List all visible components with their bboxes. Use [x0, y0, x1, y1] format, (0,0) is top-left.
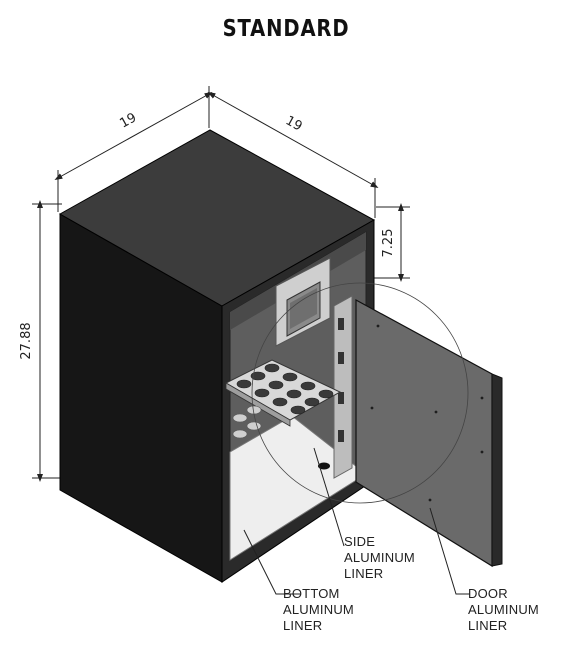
callout-bottom-liner: BOTTOM ALUMINUM LINER	[283, 586, 354, 633]
callout-door-line1: DOOR	[468, 586, 508, 601]
callout-side-liner: SIDE ALUMINUM LINER	[344, 534, 415, 581]
callout-bottom-line3: LINER	[283, 618, 322, 633]
callout-side-line1: SIDE	[344, 534, 375, 549]
dimension-top-section: 7.25	[381, 229, 396, 258]
wire-rack-shelf	[224, 359, 342, 439]
dimension-lines	[32, 86, 410, 482]
cabinet-door	[355, 298, 503, 568]
dimension-height: 27.88	[19, 322, 34, 359]
control-panel	[275, 257, 331, 347]
callout-door-liner: DOOR ALUMINUM LINER	[468, 586, 539, 633]
diagram-title: STANDARD	[222, 16, 350, 42]
callout-leaders	[243, 447, 470, 595]
callout-side-line2: ALUMINUM	[344, 550, 415, 565]
callout-bottom-line2: ALUMINUM	[283, 602, 354, 617]
dimension-width-right: 19	[283, 113, 305, 134]
door-aluminum-liner	[355, 298, 493, 568]
callout-bottom-line1: BOTTOM	[283, 586, 340, 601]
door-swing-arc	[251, 282, 469, 504]
callout-door-line3: LINER	[468, 618, 507, 633]
dimension-width-left: 19	[117, 110, 139, 131]
cabinet	[58, 129, 376, 583]
callout-side-line3: LINER	[344, 566, 383, 581]
callout-door-line2: ALUMINUM	[468, 602, 539, 617]
